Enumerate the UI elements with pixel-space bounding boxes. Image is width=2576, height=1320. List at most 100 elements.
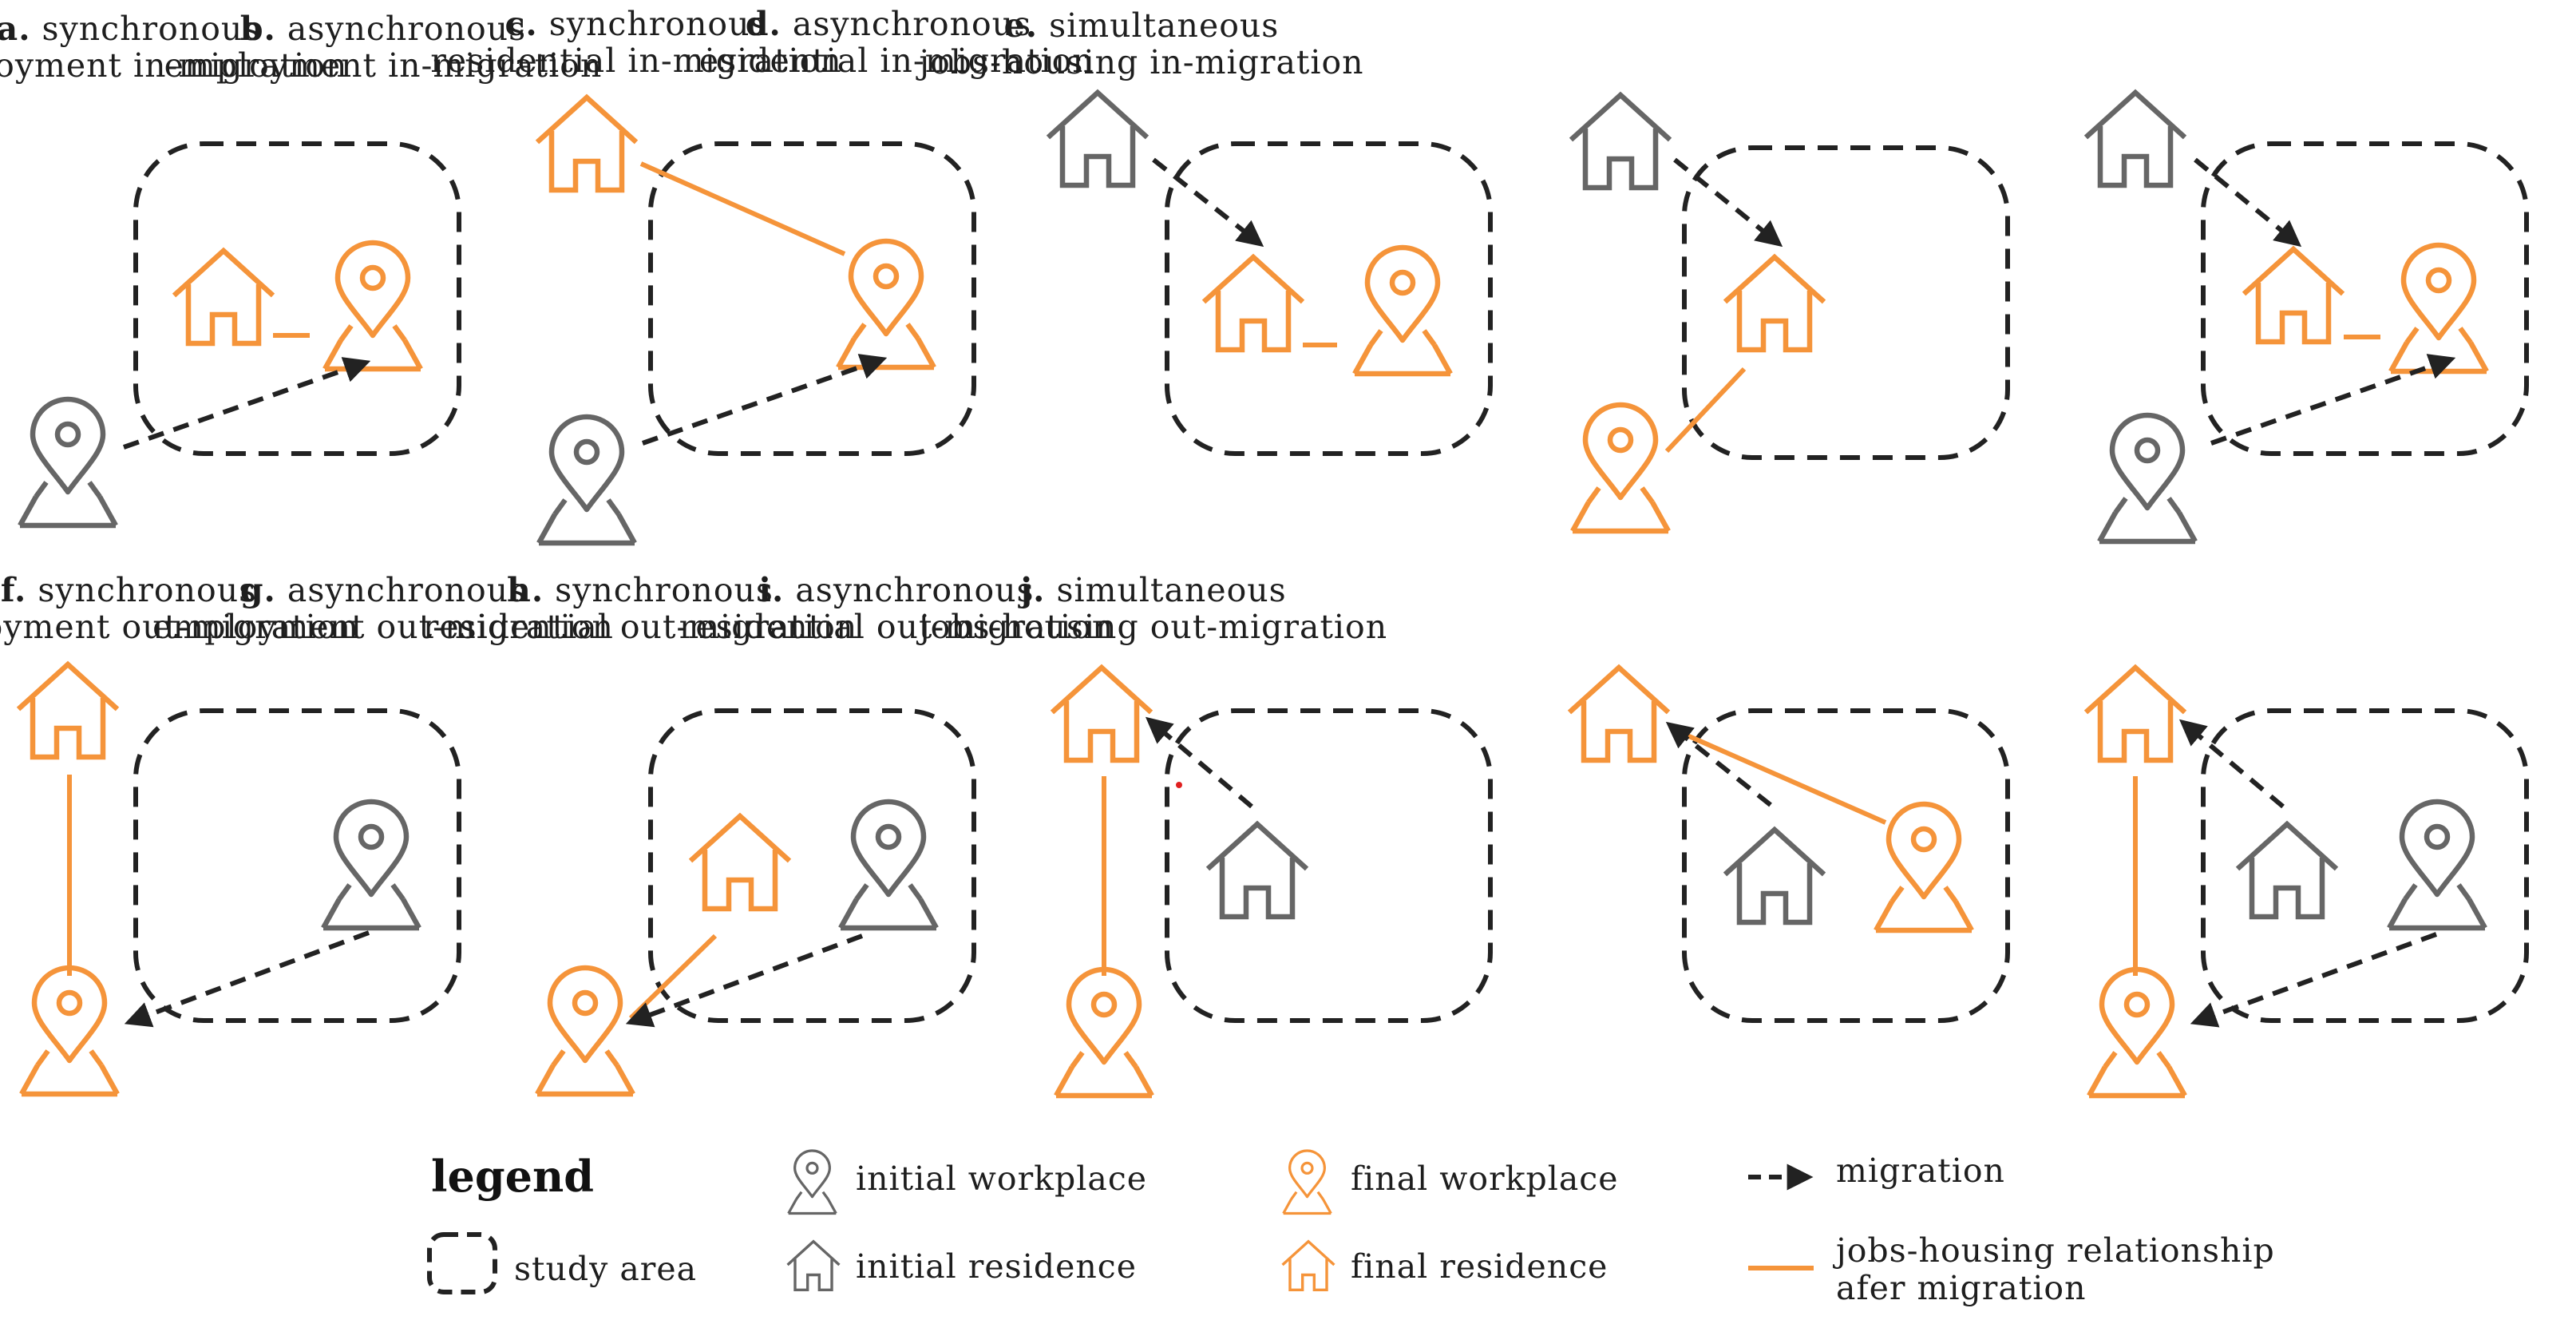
initial-residence-icon bbox=[1208, 824, 1307, 917]
panel-j-title: j. simultaneous bbox=[1017, 571, 1286, 609]
panel-f bbox=[18, 664, 461, 1094]
initial-workplace-icon bbox=[2389, 802, 2485, 928]
legend-migration-label: migration bbox=[1836, 1152, 2005, 1190]
initial-workplace-icon bbox=[841, 802, 936, 928]
panel-i-subtitle: residential out-migration bbox=[679, 608, 1114, 646]
final-residence-icon bbox=[1052, 668, 1151, 760]
initial-workplace-icon bbox=[323, 802, 419, 928]
initial-residence-icon bbox=[1725, 830, 1824, 922]
panel-e-subtitle: jobs-housing in-migration bbox=[916, 43, 1363, 81]
legend-final-workplace-label: final workplace bbox=[1351, 1159, 1619, 1198]
panel-e bbox=[2086, 93, 2529, 541]
study-area-box bbox=[1682, 708, 2010, 1023]
initial-workplace-icon bbox=[20, 399, 116, 525]
final-residence-icon bbox=[1204, 257, 1303, 350]
legend-title: legend bbox=[431, 1151, 594, 1202]
legend: legend study area initial workplace init… bbox=[427, 1149, 2275, 1307]
legend-study-area-swatch bbox=[427, 1232, 497, 1294]
legend-final-workplace-icon bbox=[1282, 1149, 1332, 1215]
panel-c bbox=[1048, 93, 1493, 456]
migration-arrow bbox=[2178, 719, 2285, 809]
migration-arrow bbox=[1152, 157, 1264, 248]
panel-c-title: c. synchronous bbox=[505, 5, 767, 43]
jobs-housing-relationship-line bbox=[1675, 728, 1887, 825]
final-residence-icon bbox=[690, 816, 789, 909]
final-residence-icon bbox=[174, 251, 273, 343]
panel-d-subtitle: residential in-migration bbox=[683, 42, 1094, 80]
legend-final-residence-icon bbox=[1280, 1239, 1336, 1292]
final-workplace-icon bbox=[537, 968, 633, 1094]
final-residence-icon bbox=[2244, 249, 2343, 342]
migration-arrow bbox=[1673, 157, 1783, 248]
panel-d bbox=[1571, 95, 2010, 531]
migration-arrow bbox=[124, 930, 370, 1028]
initial-workplace-icon bbox=[2099, 415, 2195, 541]
panel-d-title: d. asynchronous bbox=[746, 5, 1031, 43]
final-workplace-icon bbox=[1876, 804, 1972, 930]
jobs-housing-relationship-line bbox=[639, 161, 846, 256]
panel-a-title: a. synchronous bbox=[0, 10, 260, 48]
panel-i bbox=[1569, 668, 2010, 1023]
study-area-box bbox=[133, 708, 461, 1023]
final-workplace-icon bbox=[22, 968, 117, 1094]
panel-g bbox=[537, 708, 976, 1094]
migration-arrow bbox=[625, 934, 864, 1028]
panel-h-title: h. synchronous bbox=[507, 571, 774, 609]
legend-relationship-label-line1: jobs-housing relationship bbox=[1833, 1231, 2275, 1270]
legend-initial-residence-label: initial residence bbox=[856, 1247, 1137, 1286]
legend-final-residence-label: final residence bbox=[1351, 1247, 1608, 1286]
initial-residence-icon bbox=[2086, 93, 2185, 185]
initial-residence-icon bbox=[1571, 95, 1670, 188]
final-workplace-icon bbox=[1056, 969, 1152, 1096]
jobs-housing-relationship-line bbox=[628, 934, 718, 1021]
panel-j bbox=[2086, 668, 2529, 1096]
initial-workplace-icon bbox=[539, 417, 635, 543]
study-area-box bbox=[2201, 141, 2529, 456]
final-residence-icon bbox=[1569, 668, 1668, 760]
study-area-box bbox=[648, 141, 976, 456]
migration-arrow bbox=[642, 354, 888, 446]
panel-a bbox=[20, 141, 461, 525]
legend-initial-workplace-icon bbox=[787, 1149, 837, 1215]
panel-j-subtitle: jobs-housing out-migration bbox=[916, 608, 1387, 646]
panel-h bbox=[1052, 668, 1493, 1096]
panel-g-subtitle: employment out-migration bbox=[152, 608, 614, 646]
panel-e-title: e. simultaneous bbox=[1004, 6, 1280, 45]
study-area-box bbox=[133, 141, 461, 456]
migration-arrow bbox=[1665, 721, 1772, 807]
panel-f-title: f. synchronous bbox=[1, 571, 256, 609]
study-area-box bbox=[648, 708, 976, 1023]
legend-relationship-label-line2: afer migration bbox=[1836, 1269, 2086, 1307]
panel-c-subtitle: residential in-migration bbox=[430, 42, 841, 80]
panel-b bbox=[537, 97, 976, 543]
stray-dot bbox=[1176, 782, 1182, 788]
initial-residence-icon bbox=[2238, 824, 2337, 917]
final-residence-icon bbox=[18, 664, 117, 757]
final-workplace-icon bbox=[2089, 969, 2185, 1096]
legend-study-area-label: study area bbox=[514, 1250, 697, 1288]
migration-arrow bbox=[1145, 716, 1253, 809]
panel-h-subtitle: residential out-migration bbox=[423, 608, 858, 646]
migration-arrow bbox=[123, 357, 371, 450]
study-area-box bbox=[1682, 145, 2010, 460]
panel-f-subtitle: employment out-migration bbox=[0, 608, 359, 646]
panel-a-subtitle: employment in-migration bbox=[0, 46, 347, 85]
study-area-box bbox=[2201, 708, 2529, 1023]
legend-initial-workplace-label: initial workplace bbox=[856, 1159, 1147, 1198]
study-area-box bbox=[1165, 141, 1493, 456]
migration-arrow bbox=[2190, 932, 2438, 1028]
final-workplace-icon bbox=[1573, 405, 1668, 531]
panel-b-subtitle: employment in-migration bbox=[164, 46, 603, 85]
panel-i-title: i. asynchronous bbox=[758, 571, 1034, 609]
panel-g-title: g. asynchronous bbox=[240, 571, 526, 609]
initial-residence-icon bbox=[1048, 93, 1147, 185]
final-workplace-icon bbox=[2391, 245, 2487, 371]
legend-initial-residence-icon bbox=[785, 1239, 841, 1292]
study-area-box bbox=[1165, 708, 1493, 1023]
final-workplace-icon bbox=[325, 243, 421, 369]
panel-b-title: b. asynchronous bbox=[240, 10, 526, 48]
jobs-housing-relationship-line bbox=[1664, 367, 1747, 454]
migration-arrow bbox=[2210, 354, 2456, 446]
final-residence-icon bbox=[537, 97, 636, 190]
